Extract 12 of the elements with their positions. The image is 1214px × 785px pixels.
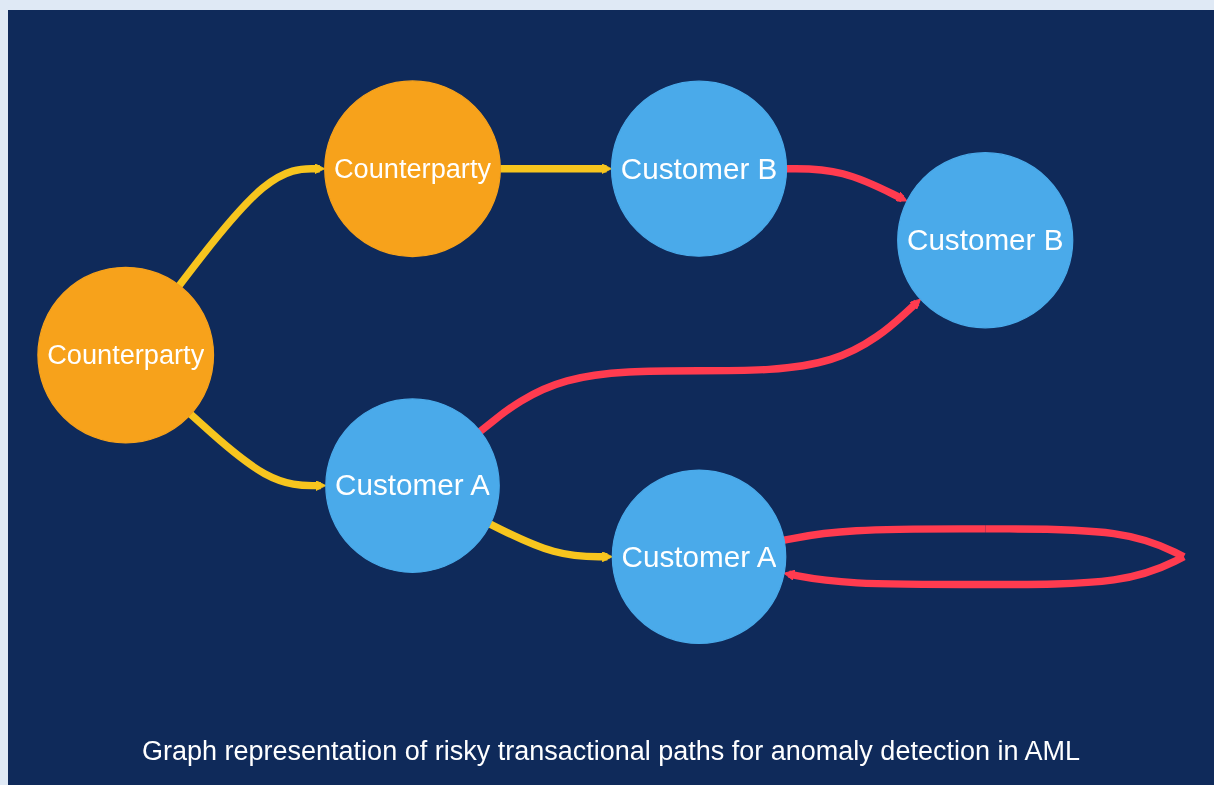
caption: Graph representation of risky transactional paths for anomaly detection in AML: [142, 736, 1080, 766]
arrow: [477, 299, 922, 435]
arrow: [188, 411, 327, 492]
arrow: [500, 163, 612, 175]
node-circle: Customer B: [610, 80, 788, 258]
node-circle: Customer A: [325, 398, 500, 574]
node-circle: Customer A: [611, 469, 787, 645]
arrow: [488, 521, 613, 563]
node-circle: Counterparty: [37, 267, 215, 444]
node-circle: Counterparty: [324, 80, 501, 258]
arrow: [786, 165, 908, 203]
node-circle: Customer B: [897, 152, 1074, 329]
